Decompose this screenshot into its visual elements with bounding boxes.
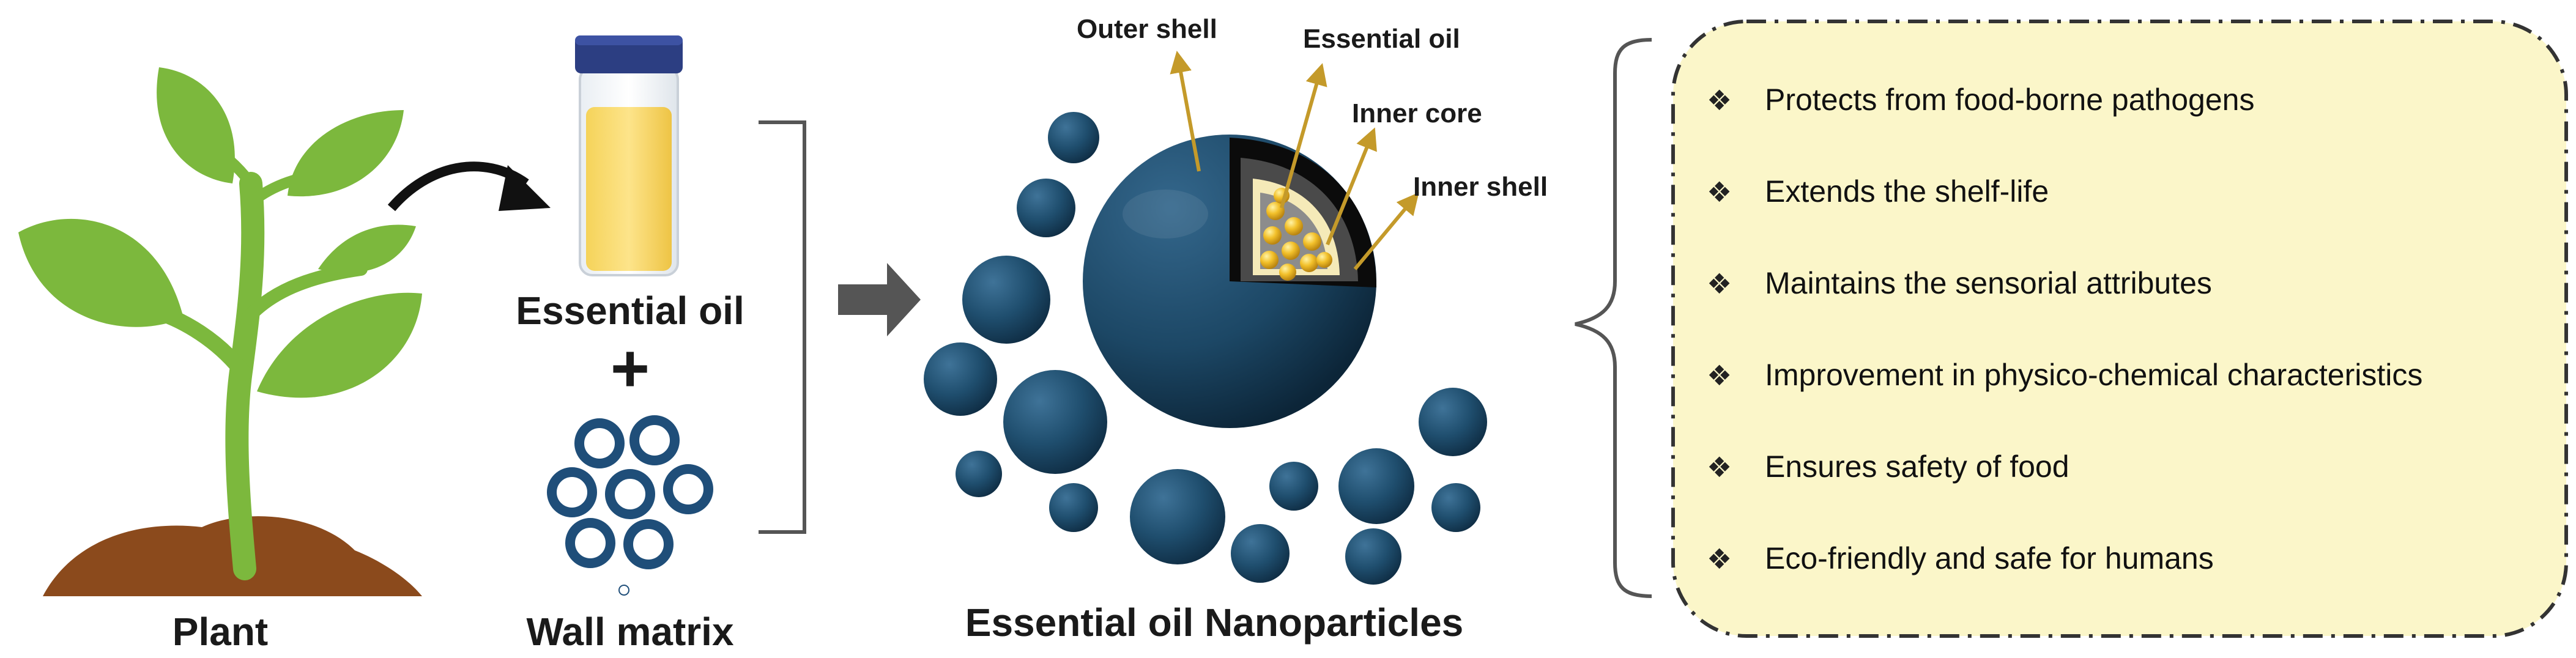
wall-matrix-rings — [547, 415, 713, 569]
benefits-brace — [1575, 38, 1652, 598]
benefit-item: Ensures safety of food — [1765, 449, 2069, 484]
bullet-icon: ❖ — [1707, 267, 1732, 300]
bullet-icon: ❖ — [1707, 84, 1732, 117]
plant-label: Plant — [173, 610, 268, 654]
inner-shell-label: Inner shell — [1413, 172, 1548, 202]
core-shell-nanoparticle — [1083, 135, 1376, 428]
inner-core-label: Inner core — [1352, 98, 1482, 128]
leaf — [288, 110, 404, 197]
plus-sign: + — [611, 331, 650, 406]
oil-droplets — [1260, 188, 1332, 281]
nanoparticles-label: Essential oil Nanoparticles — [965, 601, 1464, 645]
essential-oil-label: Essential oil — [516, 289, 744, 333]
bullet-icon: ❖ — [1707, 542, 1732, 575]
callout-arrows — [1170, 50, 1419, 270]
oil-jar — [575, 35, 683, 276]
wall-matrix-label: Wall matrix — [526, 610, 733, 654]
leaf — [18, 218, 184, 327]
benefits-panel — [1671, 20, 2568, 638]
process-arrow — [838, 263, 921, 336]
bullet-icon: ❖ — [1707, 176, 1732, 209]
bullet-icon: ❖ — [1707, 451, 1732, 484]
ingredients-bracket — [759, 120, 806, 534]
benefit-item: Extends the shelf-life — [1765, 174, 2049, 209]
benefit-item: Improvement in physico-chemical characte… — [1765, 358, 2422, 392]
curved-arrow — [387, 161, 551, 212]
wall-matrix-rings-lower — [618, 585, 629, 596]
benefits-list: ❖ Protects from food-borne pathogens ❖ E… — [1707, 83, 2422, 575]
leaf — [257, 292, 422, 398]
nanoparticle-cluster — [924, 112, 1487, 585]
essential-oil-callout-label: Essential oil — [1303, 24, 1460, 54]
bullet-icon: ❖ — [1707, 359, 1732, 392]
outer-shell-label: Outer shell — [1077, 14, 1217, 44]
plant-illustration — [18, 67, 422, 596]
benefit-item: Eco-friendly and safe for humans — [1765, 541, 2214, 575]
leaf — [157, 67, 235, 183]
benefit-item: Protects from food-borne pathogens — [1765, 83, 2254, 117]
leaf — [318, 224, 416, 273]
benefit-item: Maintains the sensorial attributes — [1765, 266, 2212, 300]
